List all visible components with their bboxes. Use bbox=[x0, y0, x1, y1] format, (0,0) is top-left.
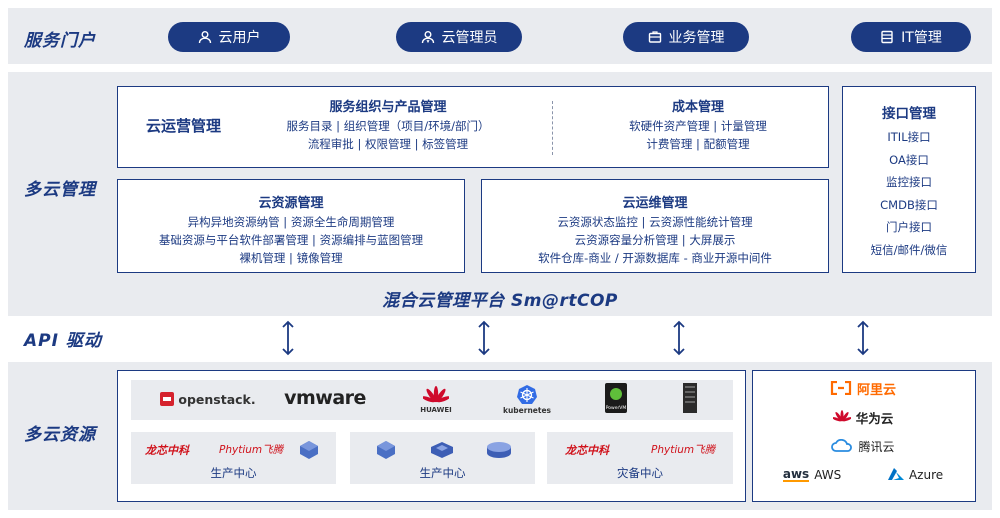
datacenter-box: 龙芯中科 Phytium飞腾 生产中心 bbox=[131, 432, 336, 484]
portal-button-label: 云用户 bbox=[218, 30, 261, 46]
hexagon-chip-icon bbox=[431, 442, 453, 458]
interface-mgmt-box: 接口管理 ITIL接口 OA接口 监控接口 CMDB接口 门户接口 短信/邮件/… bbox=[842, 86, 976, 273]
portal-button-business-mgmt[interactable]: 业务管理 bbox=[623, 22, 749, 52]
portal-button-cloud-user[interactable]: 云用户 bbox=[168, 22, 290, 52]
huawei-flower-icon bbox=[423, 386, 449, 403]
huawei-cloud-text: 华为云 bbox=[855, 410, 894, 426]
portal-button-label: 业务管理 bbox=[668, 30, 725, 46]
api-arrow bbox=[673, 320, 685, 356]
ops-maint-line: 云资源容量分析管理 | 大屏展示 bbox=[574, 233, 736, 247]
kubernetes-text: kubernetes bbox=[502, 405, 552, 415]
datacenter-label: 生产中心 bbox=[210, 466, 257, 480]
powervm-text: PowerVM bbox=[606, 405, 627, 411]
resource-mgmt-title: 云资源管理 bbox=[258, 196, 324, 211]
aws-text: AWS bbox=[814, 468, 842, 482]
portal-button-it-mgmt[interactable]: IT管理 bbox=[851, 22, 971, 52]
huawei-flower-icon bbox=[832, 410, 851, 422]
powervm-logo: PowerVM bbox=[604, 382, 628, 414]
interface-item: CMDB接口 bbox=[880, 197, 938, 212]
phytium-logo: Phytium飞腾 bbox=[219, 444, 284, 456]
openstack-logo: openstack. bbox=[158, 387, 258, 411]
tencent-cloud-icon bbox=[831, 439, 853, 452]
interface-mgmt-title: 接口管理 bbox=[882, 106, 936, 122]
service-org-title: 服务组织与产品管理 bbox=[329, 100, 447, 115]
interface-item: 监控接口 bbox=[886, 175, 932, 189]
portal-button-cloud-admin[interactable]: 云管理员 bbox=[396, 22, 522, 52]
row-label-multi-mgmt: 多云管理 bbox=[24, 180, 96, 200]
cost-mgmt-line: 计费管理 | 配额管理 bbox=[646, 137, 750, 151]
datacenter-label: 生产中心 bbox=[419, 466, 466, 480]
public-cloud-aliyun: 阿里云 bbox=[762, 376, 964, 400]
server-rack-icon bbox=[683, 383, 697, 413]
admin-icon bbox=[421, 31, 434, 44]
huawei-text: HUAWEI bbox=[420, 406, 452, 414]
aliyun-icon bbox=[830, 381, 852, 395]
loongson-logo: 龙芯中科 bbox=[565, 444, 609, 457]
interface-item: ITIL接口 bbox=[887, 130, 931, 144]
cost-mgmt-line: 软硬件资产管理 | 计量管理 bbox=[629, 119, 767, 133]
briefcase-icon bbox=[648, 31, 661, 43]
cost-mgmt-title: 成本管理 bbox=[671, 100, 724, 115]
aws-mark-icon: aws bbox=[782, 467, 810, 482]
huawei-logo: HUAWEI bbox=[414, 383, 458, 417]
server-icon bbox=[881, 30, 893, 44]
api-arrow bbox=[282, 320, 294, 356]
aws-logo: aws AWS bbox=[782, 467, 842, 482]
kubernetes-helm-icon bbox=[517, 384, 537, 404]
aliyun-text: 阿里云 bbox=[856, 382, 896, 398]
ops-mgmt-label: 云运营管理 bbox=[146, 117, 222, 135]
server-rack-logo bbox=[682, 382, 698, 414]
ops-maint-line: 软件仓库-商业 / 开源数据库 - 商业开源中间件 bbox=[538, 251, 772, 265]
resource-mgmt-line: 基础资源与平台软件部署管理 | 资源编排与蓝图管理 bbox=[158, 233, 424, 247]
azure-icon bbox=[887, 468, 904, 480]
disk-icon bbox=[487, 442, 511, 458]
interface-item: OA接口 bbox=[889, 152, 929, 167]
row-label-api: API 驱动 bbox=[24, 331, 102, 351]
openstack-mark-icon bbox=[160, 392, 175, 406]
powervm-box-icon: PowerVM bbox=[605, 383, 627, 413]
cube-icon bbox=[377, 441, 395, 459]
interface-item: 门户接口 bbox=[886, 220, 932, 234]
api-arrow bbox=[478, 320, 490, 356]
platform-title: 混合云管理平台 Sm@rtCOP bbox=[382, 291, 618, 311]
service-org-line: 服务目录 | 组织管理（项目/环境/部门） bbox=[286, 119, 490, 133]
portal-button-label: IT管理 bbox=[901, 30, 942, 46]
datacenter-box: 龙芯中科 Phytium飞腾 灾备中心 bbox=[547, 432, 733, 484]
interface-item: 短信/邮件/微信 bbox=[870, 242, 948, 257]
ops-mgmt-box: 云运营管理 服务组织与产品管理 服务目录 | 组织管理（项目/环境/部门） 流程… bbox=[117, 86, 829, 168]
section-divider bbox=[552, 101, 553, 155]
api-arrow bbox=[857, 320, 869, 356]
ops-maint-title: 云运维管理 bbox=[622, 196, 688, 211]
resource-mgmt-line: 裸机管理 | 镜像管理 bbox=[239, 251, 343, 265]
azure-logo: Azure bbox=[887, 468, 944, 482]
vmware-logo: vmware bbox=[280, 385, 370, 411]
phytium-logo: Phytium飞腾 bbox=[651, 444, 716, 456]
portal-button-label: 云管理员 bbox=[441, 30, 498, 46]
service-org-line: 流程审批 | 权限管理 | 标签管理 bbox=[307, 137, 469, 151]
public-cloud-huawei: 华为云 bbox=[762, 405, 964, 429]
public-cloud-tencent: 腾讯云 bbox=[762, 434, 964, 458]
user-icon bbox=[198, 31, 211, 44]
service-org-section: 服务组织与产品管理 服务目录 | 组织管理（项目/环境/部门） 流程审批 | 权… bbox=[258, 96, 518, 153]
openstack-text: openstack. bbox=[178, 391, 256, 407]
row-label-portal: 服务门户 bbox=[24, 31, 96, 51]
cube-icon bbox=[300, 441, 318, 459]
cost-mgmt-section: 成本管理 软硬件资产管理 | 计量管理 计费管理 | 配额管理 bbox=[598, 96, 798, 153]
tencent-text: 腾讯云 bbox=[858, 439, 895, 454]
datacenter-label: 灾备中心 bbox=[617, 466, 663, 480]
ops-maint-line: 云资源状态监控 | 云资源性能统计管理 bbox=[557, 215, 753, 229]
azure-text: Azure bbox=[908, 468, 944, 482]
row-label-resources: 多云资源 bbox=[24, 425, 96, 445]
vmware-text: vmware bbox=[284, 387, 366, 409]
ops-maint-box: 云运维管理 云资源状态监控 | 云资源性能统计管理 云资源容量分析管理 | 大屏… bbox=[481, 179, 829, 273]
resource-mgmt-line: 异构异地资源纳管 | 资源全生命周期管理 bbox=[187, 215, 395, 229]
resource-mgmt-box: 云资源管理 异构异地资源纳管 | 资源全生命周期管理 基础资源与平台软件部署管理… bbox=[117, 179, 465, 273]
datacenter-box: 生产中心 bbox=[350, 432, 535, 484]
kubernetes-logo: kubernetes bbox=[496, 381, 558, 417]
public-cloud-row-aws-azure: aws AWS Azure bbox=[762, 463, 964, 487]
loongson-logo: 龙芯中科 bbox=[145, 444, 189, 457]
